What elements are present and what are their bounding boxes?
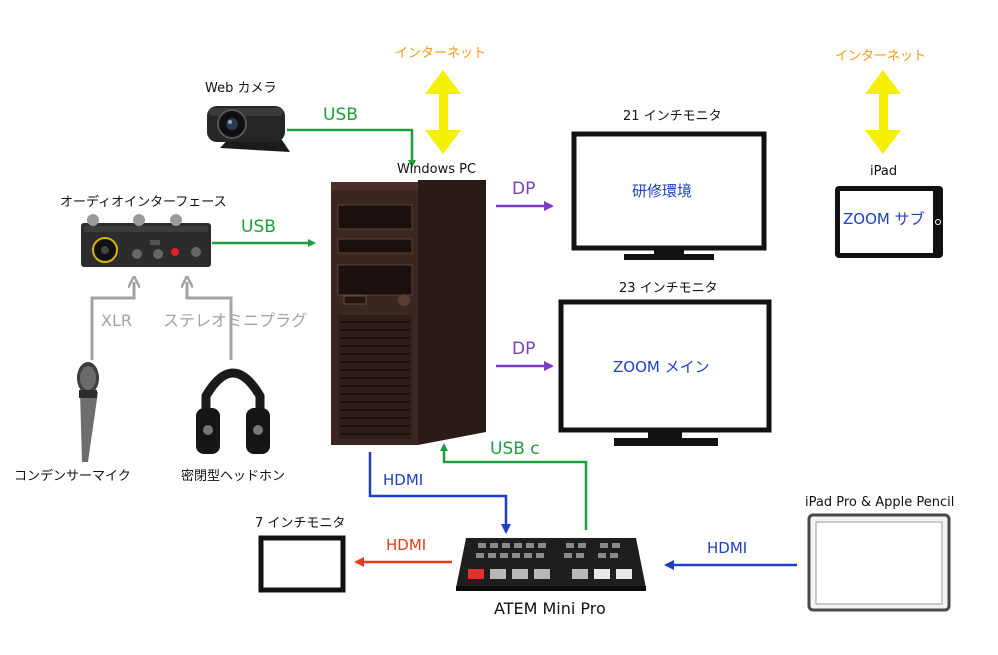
microphone-icon [77,362,99,462]
webcam-icon [207,106,290,152]
stereo-line [187,282,233,360]
ipad-label: iPad [870,164,898,179]
stereo-plug-label: ステレオミニプラグ [163,311,308,330]
pc-tower-icon [331,180,486,445]
monitor23-label: 23 インチモニタ [619,281,718,296]
microphone-label: コンデンサーマイク [14,469,131,484]
hdmi-ipadpro-label: HDMI [707,539,748,557]
xlr-label: XLR [101,311,132,330]
dp-23-label: DP [512,339,536,359]
hdmi-pc-atem-label: HDMI [383,471,424,489]
internet-pc-label: インターネット [395,46,487,61]
atem-label: ATEM Mini Pro [494,599,606,618]
usb-webcam-label: USB [323,105,358,125]
audio-interface-icon [81,214,211,267]
headphones-icon [196,368,270,454]
webcam-label: Web カメラ [205,81,277,96]
usbc-line [440,443,588,530]
hdmi-7-label: HDMI [386,536,427,554]
monitor7-label: 7 インチモニタ [255,516,346,531]
laptop-screen-icon [807,513,951,612]
headphones-label: 密閉型ヘッドホン [181,469,286,484]
monitor21-screen-text: 研修環境 [632,182,693,200]
usb-audio-label: USB [241,217,276,237]
ipad-screen-text: ZOOM サブ [843,210,925,228]
xlr-line [90,282,134,360]
monitor-23-icon [558,299,772,446]
internet-ipad-label: インターネット [835,49,927,64]
usb-webcam-line [287,128,416,168]
monitor-7-icon [258,535,346,593]
monitor23-screen-text: ZOOM メイン [613,358,710,376]
usbc-label: USB c [490,439,540,459]
tablet-icon [835,186,943,258]
monitor-21-icon [571,131,767,260]
internet-arrow-ipad [865,70,901,154]
audio-interface-label: オーディオインターフェース [60,195,227,210]
internet-arrow-pc [425,70,461,154]
monitor21-label: 21 インチモニタ [623,109,722,124]
switcher-icon [456,538,646,591]
hdmi-pc-atem-line [368,452,511,534]
ipad-pro-label: iPad Pro & Apple Pencil [805,495,955,510]
dp-21-label: DP [512,179,536,199]
pc-label: Windows PC [397,162,477,177]
